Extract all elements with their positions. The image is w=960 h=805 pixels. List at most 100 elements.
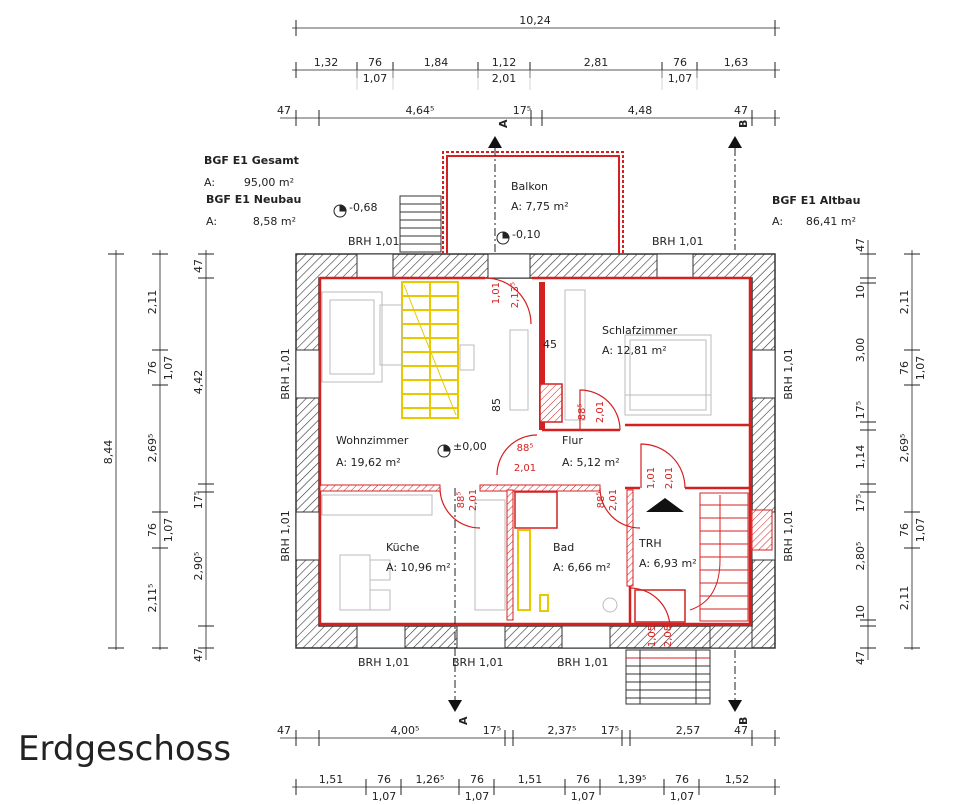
dim-bottom-sub-2: 1,07 [571, 790, 596, 803]
dim-bottom-r2-4: 1,51 [518, 773, 543, 786]
door-mark-9a: 1,05 [647, 625, 658, 647]
room-flur-area: A: 5,12 m² [562, 456, 620, 469]
dim-top-r2-4: 2,81 [584, 56, 609, 69]
dim-bottom-r1-2: 17⁵ [483, 724, 501, 737]
dimension-ticks [108, 20, 920, 795]
door-marks: 1,01 2,13⁵ 45 85 88⁵ 2,01 88⁵ 2,01 1,01 … [456, 282, 675, 647]
dim-top-r3-3: 4,48 [628, 104, 653, 117]
level-marker-icon [333, 204, 510, 458]
room-wohnzimmer-name: Wohnzimmer [336, 434, 409, 447]
dim-bottom-r2-7: 76 [675, 773, 689, 786]
dim-left-b-4: 47 [192, 648, 205, 662]
brh-left-1: BRH 1,01 [279, 348, 292, 399]
dim-left-a-1: 76 [146, 361, 159, 375]
extension-lines [356, 70, 698, 90]
dim-bottom-r1-0: 47 [277, 724, 291, 737]
dim-right-b-0: 2,11 [898, 290, 911, 315]
door-mark-1a: 1,01 [491, 282, 502, 304]
dim-top-r2-0: 1,32 [314, 56, 339, 69]
section-mark-a-top: A [497, 119, 510, 128]
dim-top-sub-0: 1,07 [363, 72, 388, 85]
dim-top-sub-2: 1,07 [668, 72, 693, 85]
brh-bottom-2: BRH 1,01 [452, 656, 503, 669]
interior-walls [318, 276, 752, 626]
room-flur-name: Flur [562, 434, 583, 447]
windows [295, 253, 776, 649]
brh-top-left: BRH 1,01 [348, 235, 399, 248]
bgf-neubau-value: 8,58 m² [253, 215, 296, 228]
dim-bottom-r1-6: 47 [734, 724, 748, 737]
dim-bottom-r2-6: 1,39⁵ [618, 773, 647, 786]
outdoor-stair-bottom [625, 649, 711, 705]
dim-left-a-0: 2,11 [146, 290, 159, 315]
dim-left-b-1: 4,42 [192, 370, 205, 395]
bgf-altbau-value: 86,41 m² [806, 215, 856, 228]
door-mark-6b: 2,01 [664, 467, 675, 489]
outdoor-stair-top [399, 195, 442, 253]
bgf-gesamt-value: 95,00 m² [244, 176, 294, 189]
room-schlafzimmer-area: A: 12,81 m² [602, 344, 667, 357]
dim-right-a-8: 47 [854, 651, 867, 665]
dim-bottom-r1-1: 4,00⁵ [391, 724, 420, 737]
brh-bottom-3: BRH 1,01 [557, 656, 608, 669]
dim-right-a-1: 10 [854, 285, 867, 299]
furniture [321, 289, 712, 613]
door-mark-9b: 2,08 [663, 625, 674, 647]
dim-right-a-3: 17⁵ [854, 401, 867, 419]
dim-bottom-sub-3: 1,07 [670, 790, 695, 803]
room-trh-area: A: 6,93 m² [639, 557, 697, 570]
dim-right-a-2: 3,00 [854, 338, 867, 363]
dim-top-r3-1: 4,64⁵ [406, 104, 435, 117]
dim-bottom-sub-1: 1,07 [465, 790, 490, 803]
dim-right-b-sub-1: 1,07 [914, 518, 927, 543]
section-mark-b-top: B [737, 120, 750, 128]
door-mark-1b: 2,13⁵ [510, 282, 521, 308]
dim-right-b-1: 76 [898, 361, 911, 375]
door-mark-4a: 88⁵ [577, 404, 588, 421]
section-mark-a-bottom: A [457, 716, 470, 725]
room-schlafzimmer-name: Schlafzimmer [602, 324, 678, 337]
dim-top-r3-4: 47 [734, 104, 748, 117]
dim-left-b-3: 2,90⁵ [192, 552, 205, 581]
room-trh-name: TRH [638, 537, 662, 550]
exterior-walls [295, 253, 776, 649]
section-arrows [448, 136, 742, 712]
dim-right-b-3: 76 [898, 523, 911, 537]
dim-left-b-2: 17⁵ [192, 491, 205, 509]
dim-bottom-r2-8: 1,52 [725, 773, 750, 786]
dim-top-total: 10,24 [519, 14, 551, 27]
room-balkon-name: Balkon [511, 180, 548, 193]
dim-bottom-r2-0: 1,51 [319, 773, 344, 786]
dim-top-sub-1: 2,01 [492, 72, 517, 85]
room-kueche-name: Küche [386, 541, 420, 554]
door-mark-7a: 88⁵ [456, 492, 467, 509]
dim-right-b-sub-0: 1,07 [914, 356, 927, 381]
dim-left-a-sub-1: 1,07 [162, 518, 175, 543]
stair-arrow [646, 498, 684, 512]
door-mark-4b: 2,01 [595, 401, 606, 423]
yellow-staircase [401, 281, 549, 612]
dim-bottom-r2-5: 76 [576, 773, 590, 786]
room-bad-name: Bad [553, 541, 574, 554]
door-mark-2: 45 [543, 338, 557, 351]
dim-top-r2-6: 1,63 [724, 56, 749, 69]
door-swings [439, 277, 686, 629]
trh-stairs [689, 492, 749, 622]
dim-right-a-0: 47 [854, 238, 867, 252]
dim-bottom-r2-1: 76 [377, 773, 391, 786]
brh-right-2: BRH 1,01 [782, 510, 795, 561]
section-lines [454, 148, 736, 700]
bgf-altbau-heading: BGF E1 Altbau [772, 194, 860, 207]
dim-bottom-r1-5: 2,57 [676, 724, 701, 737]
dim-top-r2-1: 76 [368, 56, 382, 69]
dim-bottom-r2-2: 1,26⁵ [416, 773, 445, 786]
dim-top-r2-2: 1,84 [424, 56, 449, 69]
room-wohnzimmer-area: A: 19,62 m² [336, 456, 401, 469]
dim-top-r3-2: 17⁵ [513, 104, 531, 117]
dim-left-total: 8,44 [102, 440, 115, 465]
dimension-lines [115, 27, 913, 788]
brh-top-right: BRH 1,01 [652, 235, 703, 248]
room-balkon-area: A: 7,75 m² [511, 200, 569, 213]
door-mark-5b: 2,01 [514, 463, 536, 474]
dim-bottom-r2-3: 76 [470, 773, 484, 786]
